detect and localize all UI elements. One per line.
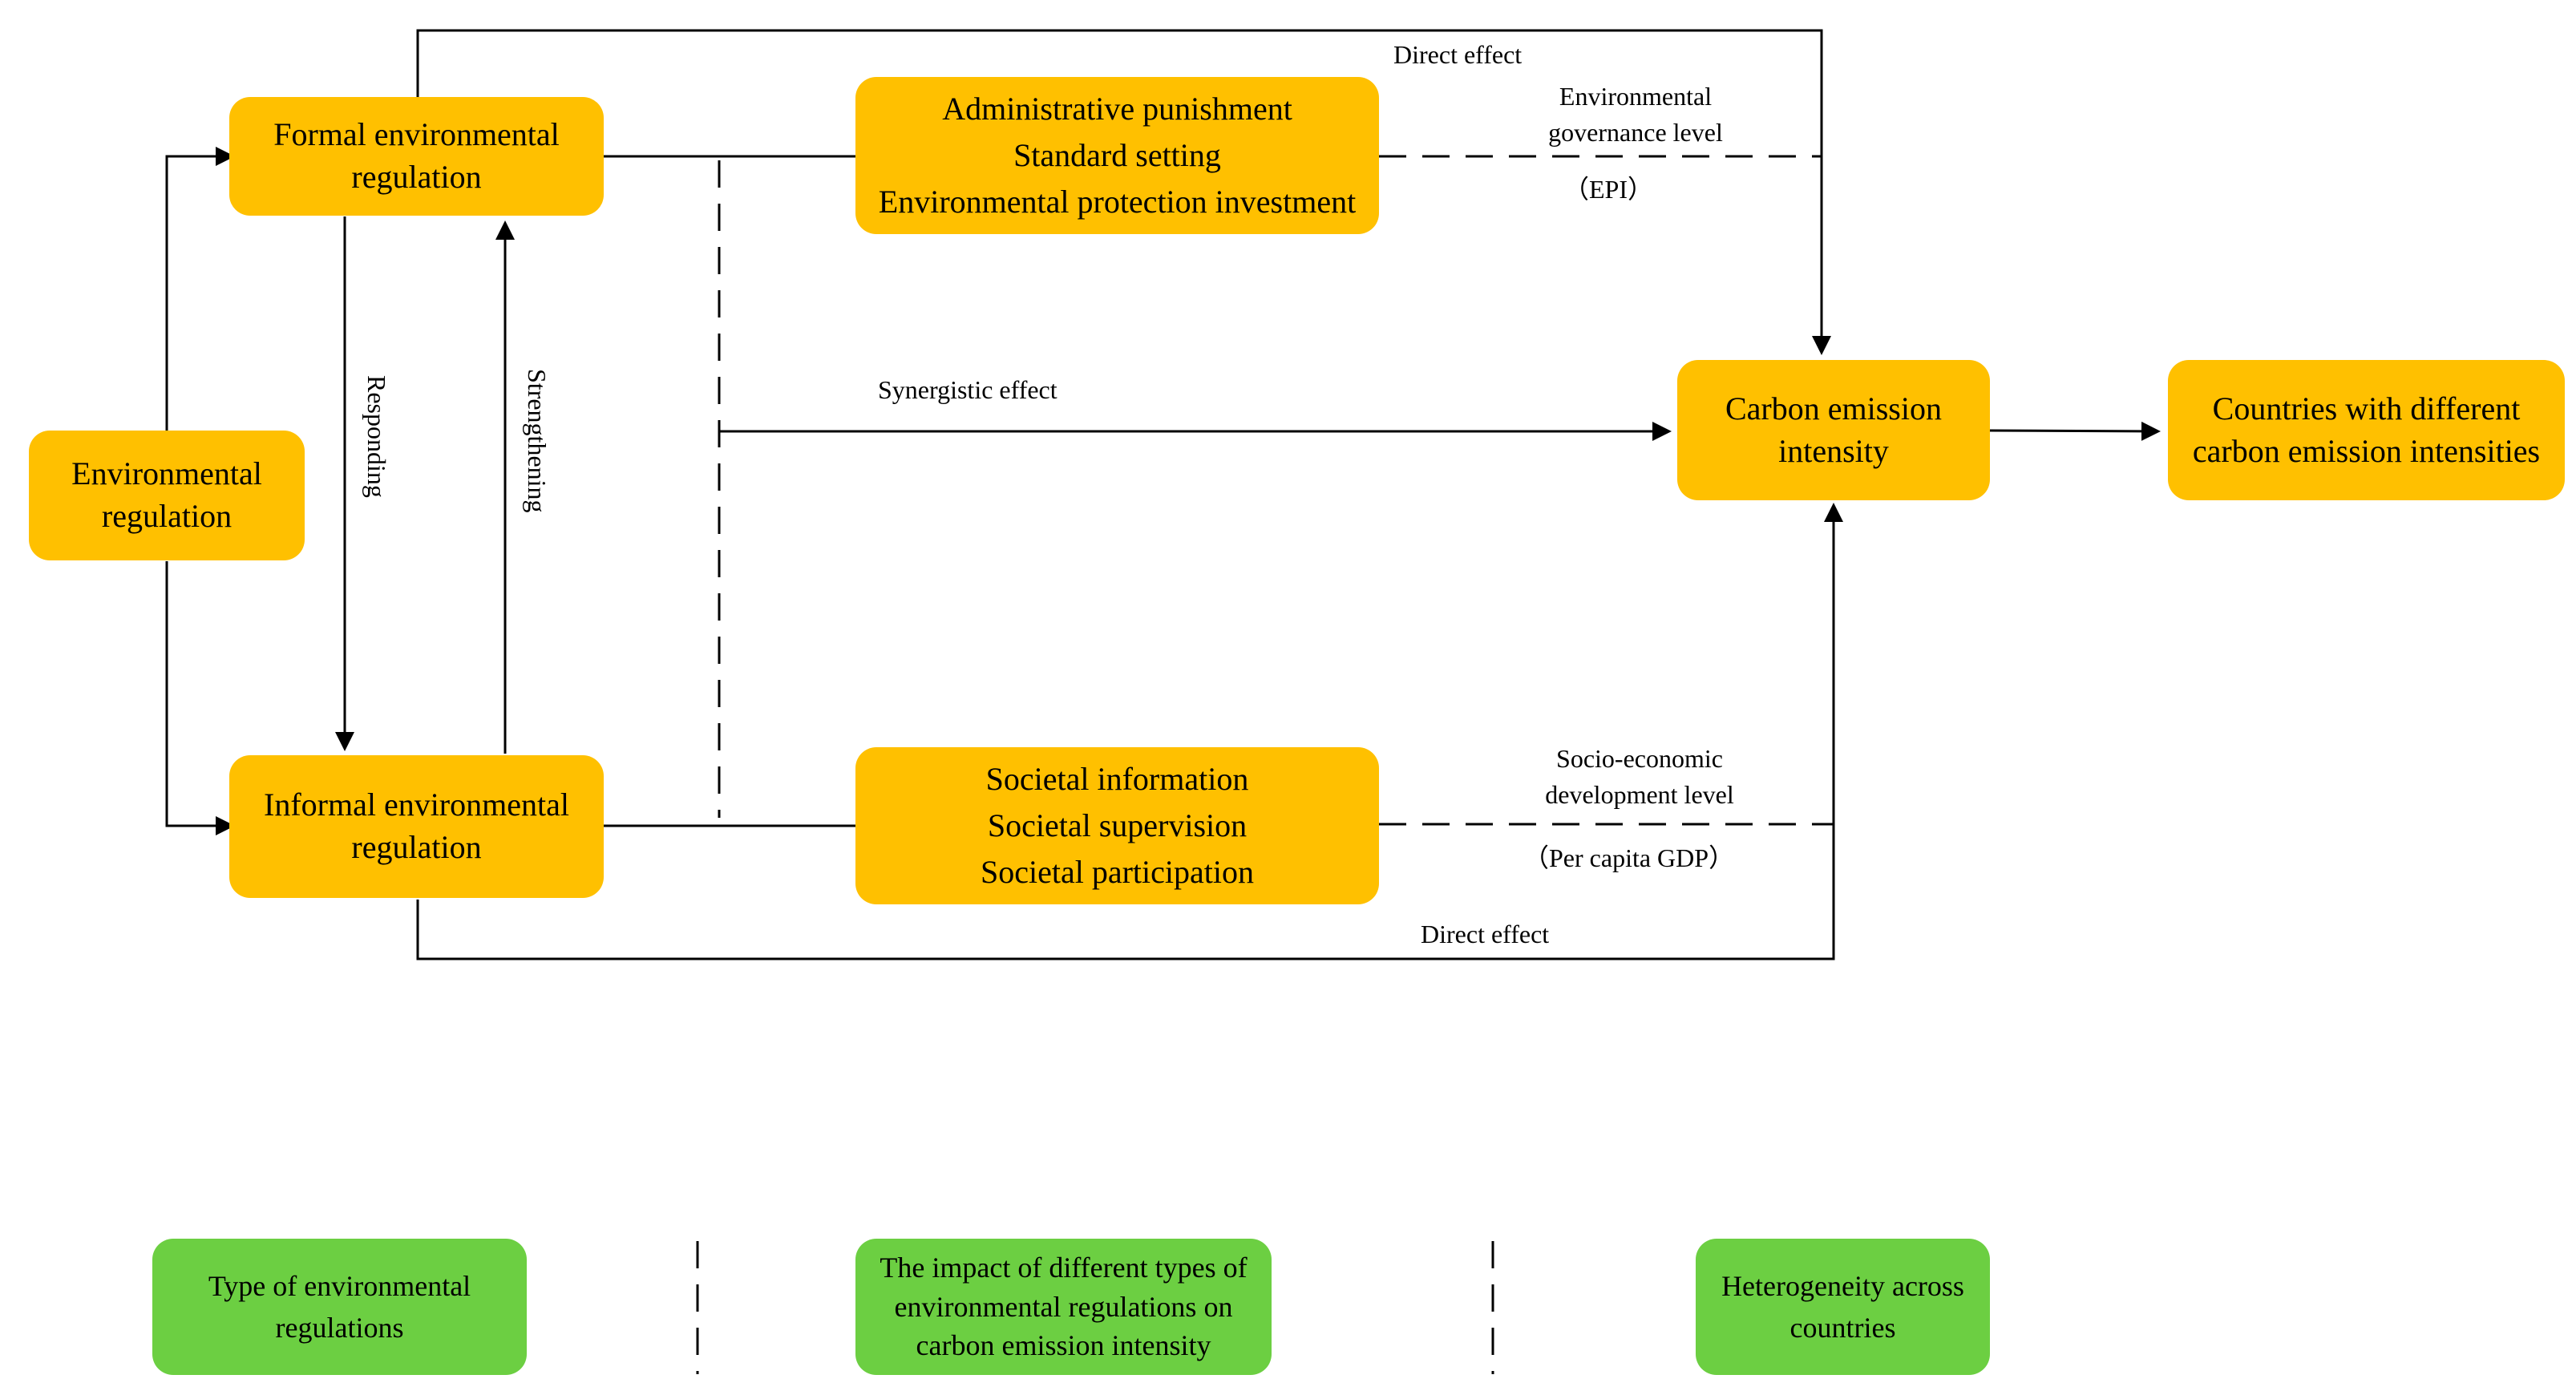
legend-heterogeneity: Heterogeneity across countries (1696, 1239, 1990, 1375)
arrow-direct-effect-bottom (416, 503, 1843, 960)
node-informal-regulation-label: Informal environmental regulation (264, 787, 569, 865)
node-carbon-label: Carbon emission intensity (1725, 390, 1942, 469)
node-countries-label: Countries with different carbon emission… (2192, 390, 2541, 469)
label-epi: （EPI） (1563, 175, 1654, 204)
informal-tool-3: Societal participation (981, 854, 1254, 890)
legend-type-of-regulations: Type of environmental regulations (152, 1239, 527, 1375)
node-formal-regulation-label: Formal environmental regulation (273, 116, 560, 195)
legend-impact: The impact of different types of environ… (855, 1239, 1272, 1375)
label-synergistic-effect: Synergistic effect (878, 375, 1057, 404)
arrow-env-to-formal (165, 147, 235, 437)
label-socio-economic-text: Socio-economic development level (1545, 744, 1734, 809)
node-informal-regulation: Informal environmental regulation (229, 755, 604, 898)
legend-type-label: Type of environmental regulations (208, 1269, 471, 1344)
label-strengthening: Strengthening (523, 369, 552, 513)
arrow-env-to-informal (165, 561, 235, 835)
informal-tool-2: Societal supervision (987, 807, 1248, 843)
node-carbon-emission-intensity: Carbon emission intensity (1677, 360, 1990, 500)
node-formal-regulation: Formal environmental regulation (229, 97, 604, 216)
node-environmental-regulation: Environmental regulation (29, 431, 305, 560)
arrow-direct-effect-top (416, 29, 1831, 355)
legend-heterogeneity-label: Heterogeneity across countries (1721, 1269, 1964, 1344)
label-per-capita-gdp: （Per capita GDP） (1523, 843, 1735, 872)
node-environmental-regulation-label: Environmental regulation (71, 455, 262, 534)
label-responding: Responding (362, 375, 391, 498)
node-formal-tools: Administrative punishment Standard setti… (855, 77, 1379, 234)
formal-tool-1: Administrative punishment (942, 91, 1292, 127)
label-direct-effect-bottom: Direct effect (1421, 920, 1550, 948)
label-socio-economic-level: Socio-economic development level (1507, 741, 1772, 813)
label-direct-effect-top: Direct effect (1393, 40, 1523, 69)
formal-tool-2: Standard setting (1013, 137, 1221, 173)
formal-tool-3: Environmental protection investment (878, 184, 1357, 220)
label-env-governance-text: Environmental governance level (1548, 82, 1723, 147)
legend-impact-label: The impact of different types of environ… (880, 1252, 1248, 1362)
node-informal-tools: Societal information Societal supervisio… (855, 747, 1379, 904)
node-countries: Countries with different carbon emission… (2168, 360, 2565, 500)
label-env-governance-level: Environmental governance level (1507, 79, 1764, 151)
informal-tool-1: Societal information (985, 761, 1249, 797)
